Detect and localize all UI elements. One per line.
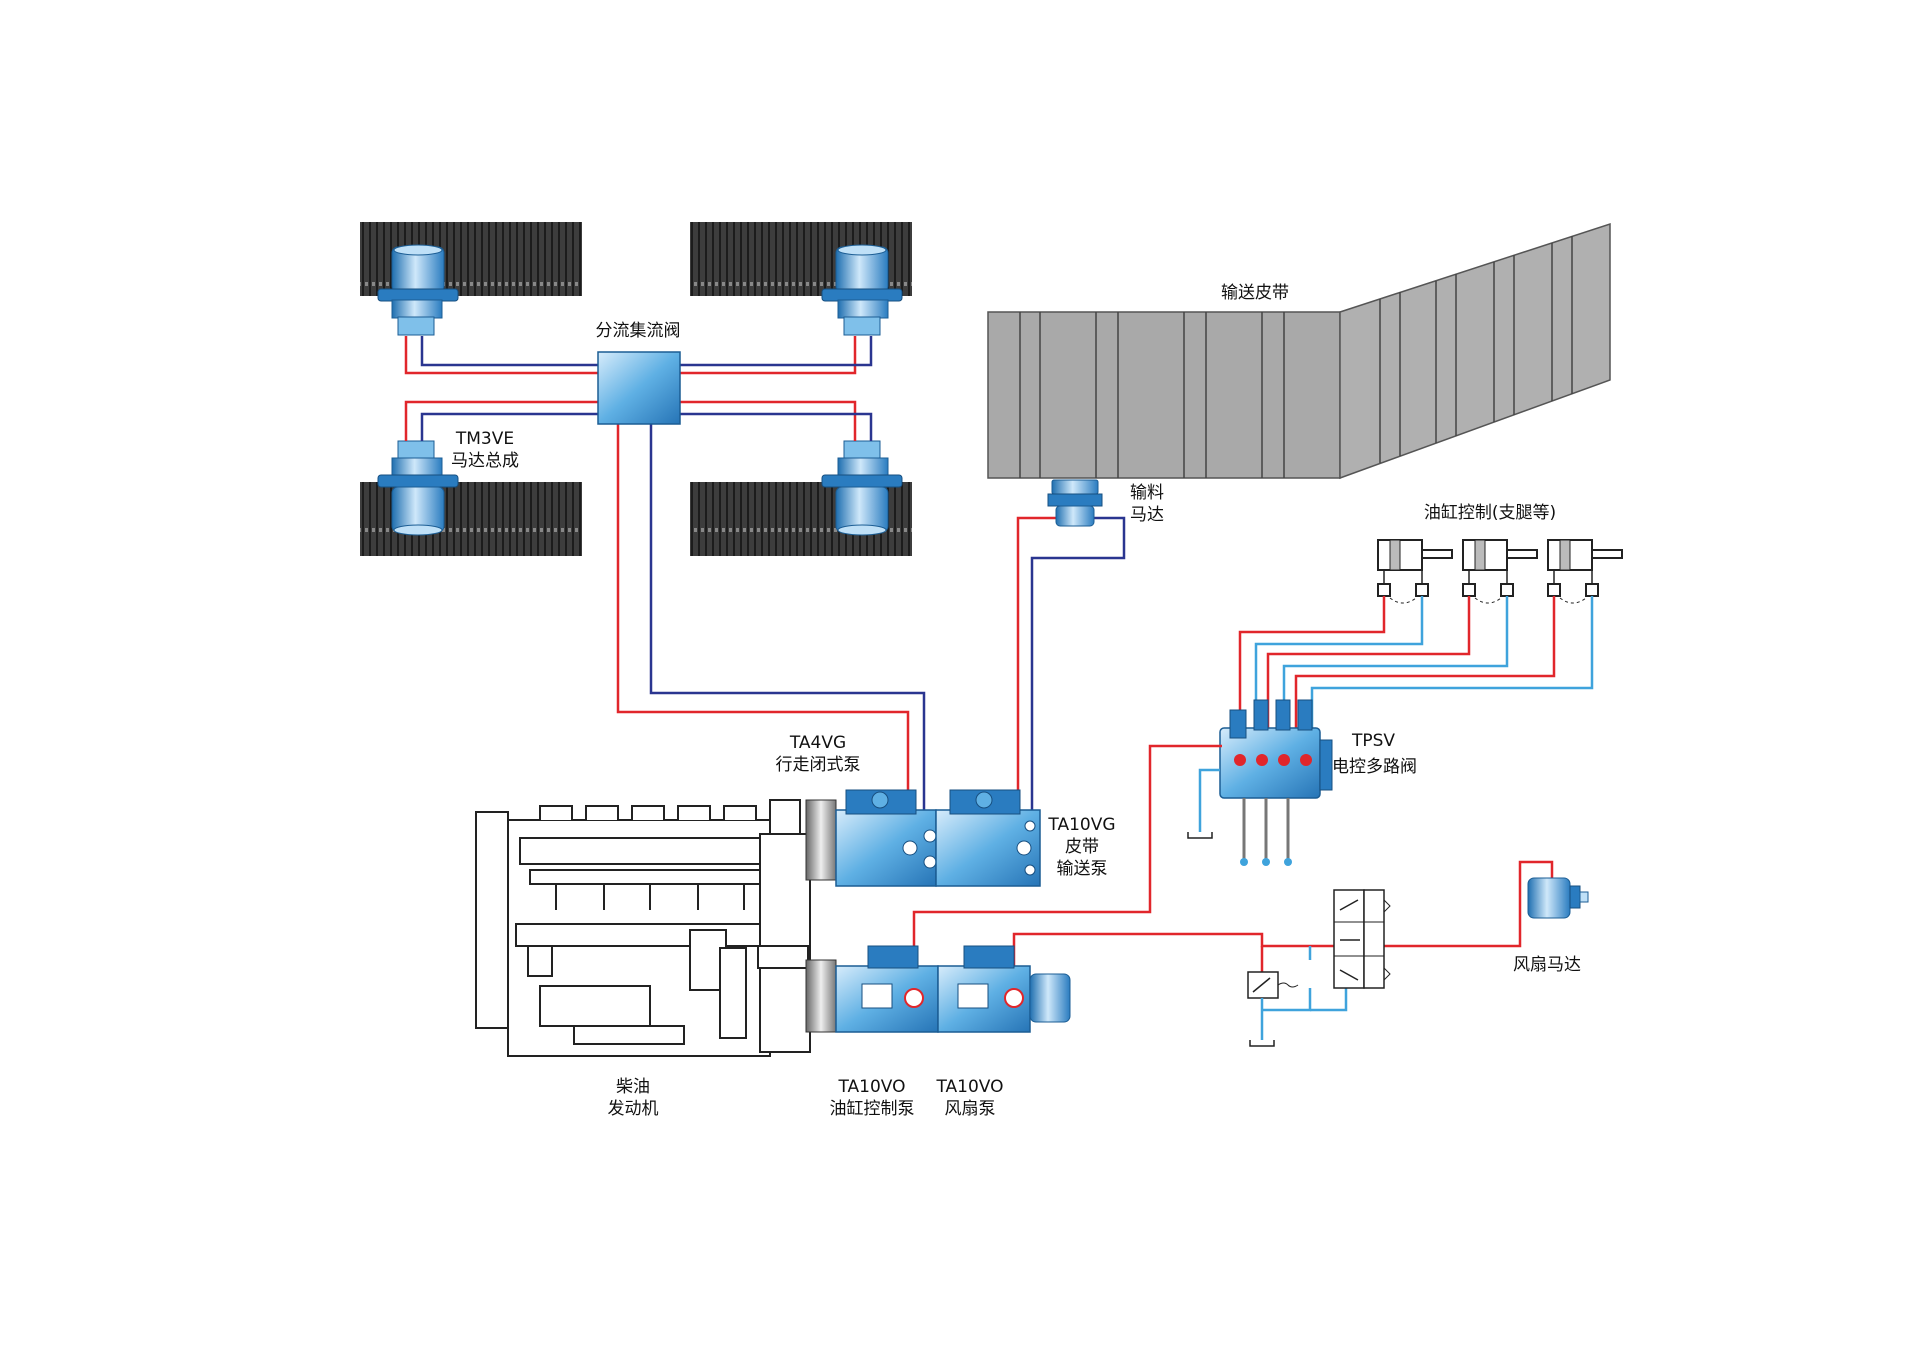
- ta10vg-desc2-label: 输送泵: [1056, 859, 1108, 879]
- ta10vo-fan-pump: [937, 945, 1071, 1033]
- fan-pump-line: [1012, 860, 1554, 993]
- conveyor-belt-label: 输送皮带: [1221, 283, 1289, 303]
- tpsv-multi-way-valve: [1219, 699, 1333, 866]
- ta10vg-desc1-label: 皮带: [1065, 837, 1099, 857]
- ta4vg-desc-label: 行走闭式泵: [775, 755, 861, 775]
- motor-model-label: TM3VE: [455, 429, 515, 449]
- travel-motor-bottom-right: [821, 440, 903, 536]
- hydraulic-cylinder-1: [1377, 539, 1453, 604]
- feed-motor-label-1: 输料: [1130, 483, 1164, 503]
- ta4vg-pump: [805, 789, 937, 887]
- divider-valve-lines: [404, 336, 926, 810]
- ta10vo-cylinder-model-label: TA10VO: [838, 1077, 906, 1097]
- divider-valve: [597, 351, 681, 425]
- ta10vg-belt-pump: [935, 789, 1041, 887]
- feed-motor: [1047, 479, 1103, 527]
- ta10vo-fan-model-label: TA10VO: [936, 1077, 1004, 1097]
- relief-valve: [1247, 971, 1299, 999]
- fan-motor: [1527, 877, 1589, 919]
- ta10vo-cylinder-desc-label: 油缸控制泵: [829, 1099, 915, 1119]
- engine-label-2: 发动机: [607, 1099, 659, 1119]
- cylinder-pump-line: [912, 744, 1222, 993]
- directional-valve: [1333, 889, 1391, 989]
- fan-return-line: [1249, 946, 1348, 1047]
- divider-valve-label: 分流集流阀: [595, 321, 681, 341]
- motor-assembly-label: 马达总成: [451, 451, 519, 471]
- diesel-engine: [475, 799, 811, 1057]
- tpsv-model-label: TPSV: [1352, 731, 1396, 751]
- ta10vo-fan-desc-label: 风扇泵: [944, 1099, 996, 1119]
- ta4vg-model-label: TA4VG: [789, 733, 847, 753]
- fan-motor-label: 风扇马达: [1513, 955, 1581, 975]
- hydraulic-cylinder-2: [1462, 539, 1538, 604]
- cylinder-lines: [1238, 596, 1594, 730]
- cylinder-control-group: [1377, 539, 1623, 604]
- tpsv-desc-label: 电控多路阀: [1332, 757, 1417, 777]
- cylinder-control-label: 油缸控制(支腿等): [1423, 503, 1557, 523]
- conveyor-belt: [987, 222, 1611, 480]
- engine-label-1: 柴油: [616, 1077, 650, 1097]
- travel-motor-top-left: [377, 244, 459, 336]
- travel-motor-bottom-left: [377, 440, 459, 536]
- ta10vg-model-label: TA10VG: [1048, 815, 1116, 835]
- travel-motor-top-right: [821, 244, 903, 336]
- feed-motor-lines: [1016, 516, 1126, 810]
- ta10vo-cylinder-pump: [805, 945, 939, 1033]
- hydraulic-cylinder-3: [1547, 539, 1623, 604]
- tpsv-tank-line: [1187, 768, 1220, 839]
- feed-motor-label-2: 马达: [1130, 505, 1164, 525]
